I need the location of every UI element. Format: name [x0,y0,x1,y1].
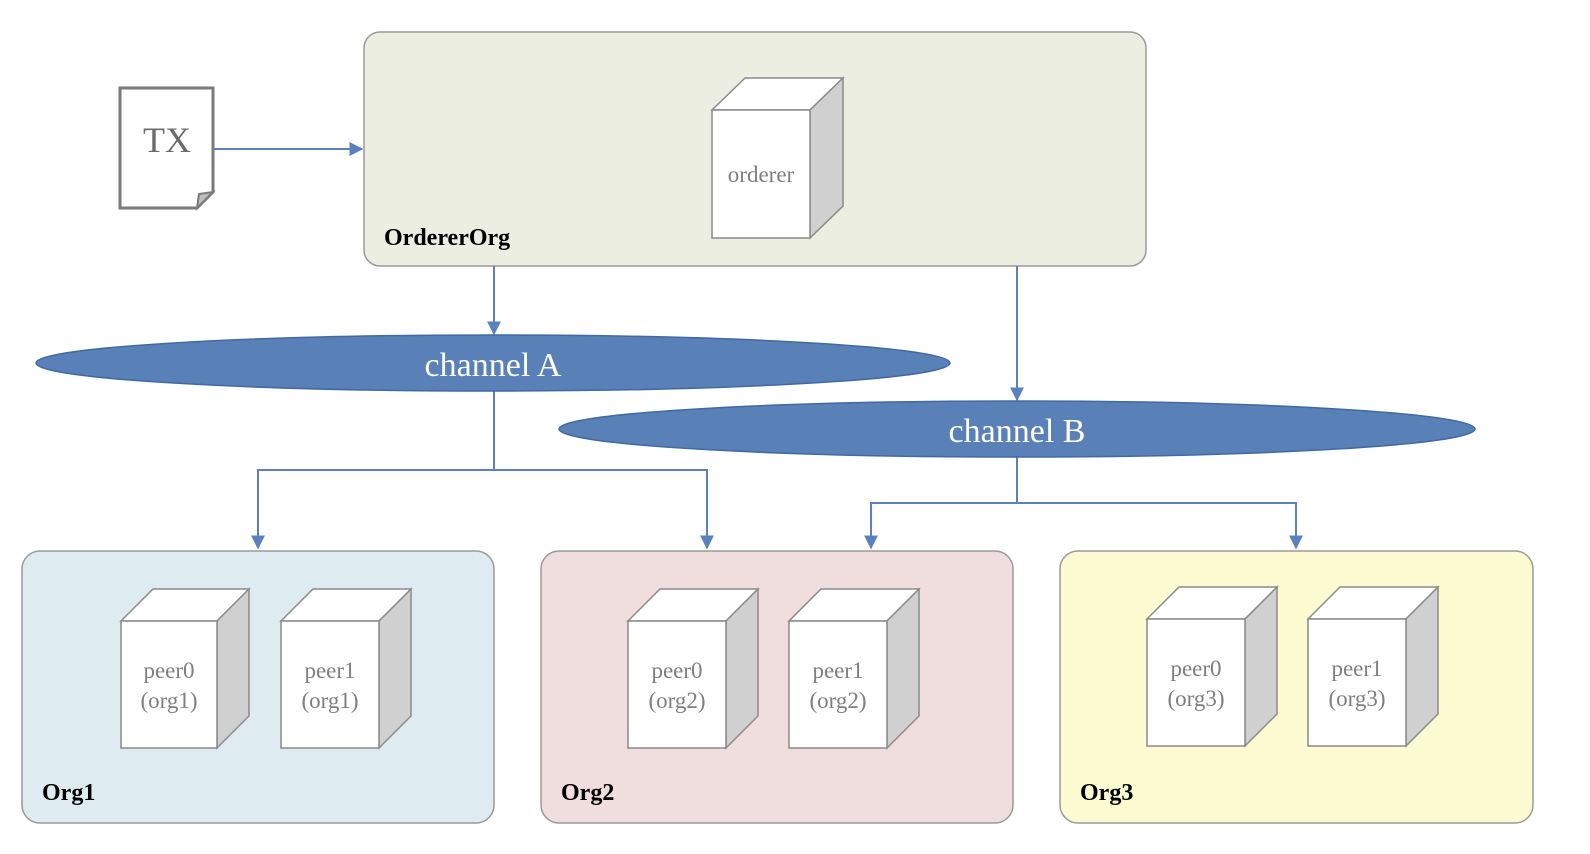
channel-a-to-org2-arrow [494,469,714,550]
channel-a: channel A [35,334,951,392]
orderer-label: orderer [728,162,795,187]
peer-node: peer1 (org2) [787,587,921,750]
peer-label-line2: (org1) [301,688,358,713]
channel-b-ellipse [558,400,1476,458]
connectors [213,142,1303,550]
channel-b-to-org2-arrow [864,502,1017,550]
channel-a-label: channel A [425,347,562,384]
orderer-org: OrdererOrg orderer [363,31,1147,267]
peer-label-line2: (org2) [648,688,705,713]
peer-label-line2: (org2) [809,688,866,713]
peer-node: peer1 (org1) [279,587,413,750]
peer-node: peer0 (org3) [1145,585,1279,748]
orderer-org-label: OrdererOrg [384,225,510,251]
org1: Org1 peer0 (org1) peer1 (org1) [21,550,495,824]
tx-document: TX [118,86,216,211]
org2: Org2 peer0 (org2) peer1 (org2) [540,550,1014,824]
peer-label-line1: peer0 [1170,656,1221,681]
channel-b-label: channel B [949,413,1086,450]
org2-label: Org2 [561,780,614,806]
org1-label: Org1 [42,780,95,806]
peer-node: peer1 (org3) [1306,585,1440,748]
channel-a-ellipse [35,334,951,392]
org3-label: Org3 [1080,780,1133,806]
peer-label-line2: (org1) [140,688,197,713]
peer-label-line2: (org3) [1167,686,1224,711]
peer-label-line1: peer0 [651,658,702,683]
tx-label: TX [143,120,191,160]
channel-b-to-org3-arrow [1017,502,1303,550]
peer-label-line1: peer1 [1331,656,1382,681]
peer-label-line1: peer1 [304,658,355,683]
peer-label-line1: peer1 [812,658,863,683]
peer-label-line1: peer0 [143,658,194,683]
orderer-node: orderer [710,76,845,240]
peer-node: peer0 (org2) [626,587,760,750]
peer-label-line2: (org3) [1328,686,1385,711]
channel-a-to-org1-arrow [251,469,494,550]
channel-b: channel B [558,400,1476,458]
peer-node: peer0 (org1) [119,587,251,750]
org3: Org3 peer0 (org3) peer1 (org3) [1059,550,1534,824]
